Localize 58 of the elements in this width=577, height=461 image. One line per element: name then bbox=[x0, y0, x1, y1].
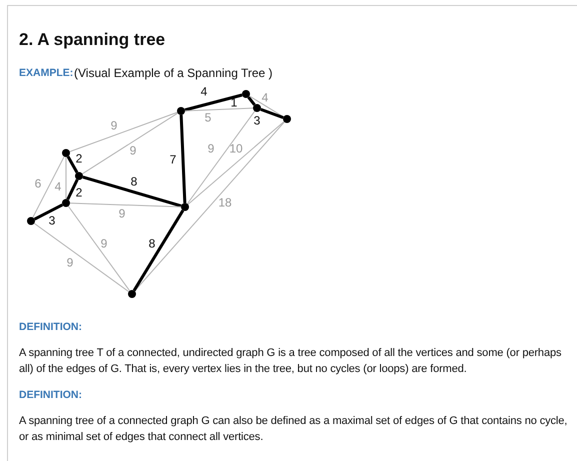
edge-weight: 18 bbox=[218, 196, 232, 210]
vertex-dot bbox=[181, 203, 189, 211]
edge-weight: 9 bbox=[110, 120, 118, 132]
vertex-dot bbox=[177, 107, 185, 115]
graph-edge bbox=[32, 156, 65, 218]
graph-edge bbox=[69, 112, 178, 152]
graph-edge bbox=[132, 210, 184, 292]
edge-weight: 10 bbox=[229, 142, 243, 156]
edge-weight: 9 bbox=[130, 144, 136, 158]
definition-paragraph: A spanning tree of a connected graph G can also be defined as a maximal set of edges of G that contains no cycle, or as minimal set of edges that connect all vertices. bbox=[19, 414, 568, 444]
edge-weight: 9 bbox=[100, 238, 108, 250]
edge-weight: 9 bbox=[118, 208, 126, 220]
graph-edge bbox=[70, 202, 182, 208]
edge-weight: 1 bbox=[230, 96, 238, 110]
graph-edge bbox=[188, 121, 284, 205]
graph-edge bbox=[68, 206, 130, 292]
vertex-dot bbox=[242, 90, 250, 98]
vertex-dot bbox=[75, 172, 83, 180]
edge-weight: 8 bbox=[130, 176, 138, 188]
graph-edge bbox=[247, 96, 256, 106]
graph-edge bbox=[66, 156, 78, 174]
graph-edge bbox=[82, 176, 182, 208]
graph-edge bbox=[186, 110, 256, 204]
example-caption: (Visual Example of a Spanning Tree ) bbox=[74, 66, 273, 80]
vertex-dot bbox=[27, 217, 35, 225]
edge-weight: 4 bbox=[200, 86, 208, 98]
vertex-dot bbox=[62, 199, 70, 207]
edge-weight: 3 bbox=[254, 114, 260, 128]
edge-weight: 4 bbox=[54, 180, 62, 194]
graph-edge bbox=[180, 114, 186, 204]
graph-edge bbox=[248, 96, 284, 118]
edge-weight: 5 bbox=[204, 112, 212, 124]
vertex-dot bbox=[253, 104, 261, 112]
graph-edge bbox=[82, 112, 178, 174]
graph-edge bbox=[34, 204, 64, 220]
vertex-dot bbox=[62, 149, 70, 157]
definition-paragraph: A spanning tree T of a connected, undirected graph G is a tree composed of all the vertices and some (or perhaps all) of the edges of G. That is, every vertex lies in the tree, but no cycles (or loops) are formed. bbox=[19, 346, 562, 376]
graph-edge bbox=[260, 108, 284, 120]
edge-weight: 8 bbox=[148, 238, 156, 250]
graph-edge bbox=[34, 222, 130, 292]
edge-weight: 4 bbox=[262, 92, 268, 104]
graph-edge bbox=[184, 94, 243, 112]
vertex-dot bbox=[128, 290, 136, 298]
graph-edge bbox=[66, 178, 79, 200]
edge-weight: 7 bbox=[170, 154, 176, 166]
graph-edge bbox=[134, 122, 285, 292]
edge-weight: 2 bbox=[76, 152, 82, 166]
section-label: DEFINITION: bbox=[19, 389, 82, 401]
edge-weight: 6 bbox=[34, 178, 42, 190]
edge-weight: 9 bbox=[208, 142, 214, 156]
section-label: DEFINITION: bbox=[19, 321, 82, 333]
edge-weight: 3 bbox=[48, 214, 56, 228]
edge-weight: 2 bbox=[76, 186, 82, 200]
section-label: EXAMPLE: bbox=[19, 67, 74, 79]
graph-edge bbox=[184, 108, 254, 112]
edge-weight: 9 bbox=[66, 256, 74, 270]
vertex-dot bbox=[283, 115, 291, 123]
heading: 2. A spanning tree bbox=[19, 30, 166, 50]
